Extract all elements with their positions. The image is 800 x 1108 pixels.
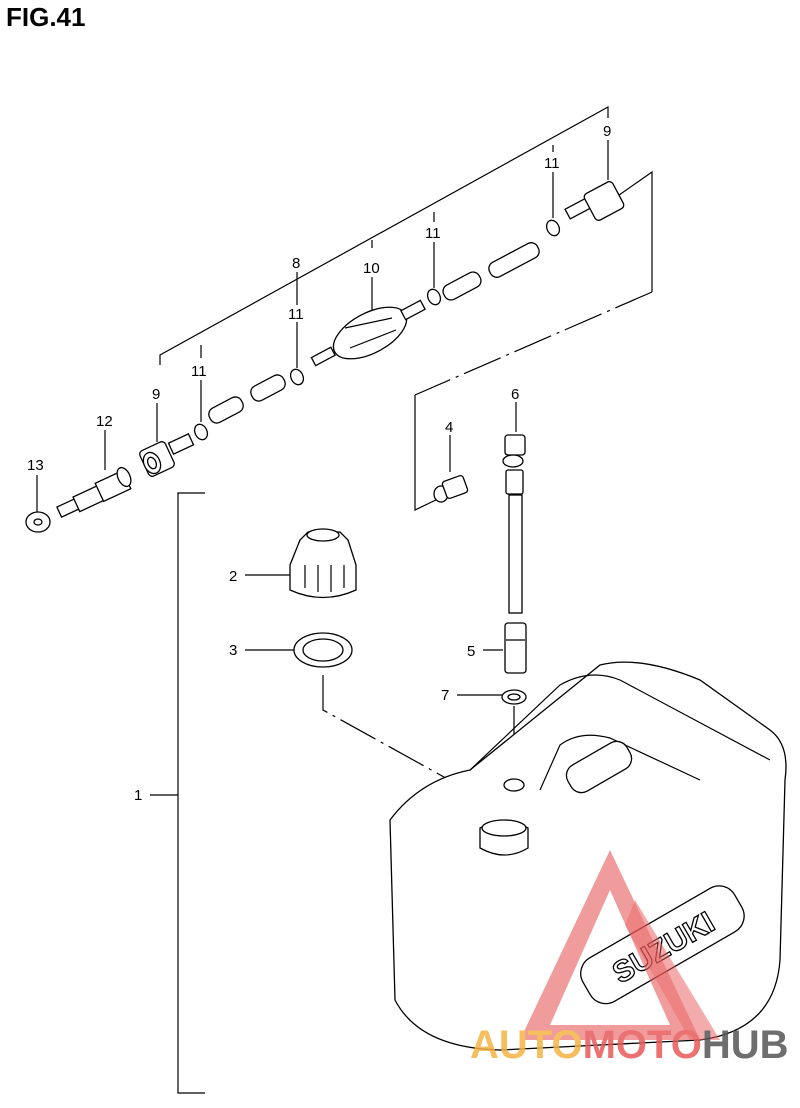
callout-9-right: 9: [603, 123, 611, 140]
callout-5: 5: [467, 643, 475, 660]
callout-10: 10: [363, 260, 380, 277]
callout-4: 4: [445, 419, 453, 436]
fuel-cap-2: [289, 528, 357, 599]
callout-9-left: 9: [152, 386, 160, 403]
clip-11c: [426, 288, 442, 306]
gasket-3: [293, 632, 353, 668]
connector-12: [56, 466, 132, 518]
callout-3: 3: [229, 642, 237, 659]
fitting-9-right: [564, 181, 625, 221]
callout-7: 7: [441, 687, 449, 704]
o-ring-7: [501, 689, 527, 705]
fitting-4: [433, 474, 469, 503]
hose-assembly-bracket: [159, 105, 653, 511]
callout-11b: 11: [288, 306, 304, 323]
callout-2: 2: [229, 568, 237, 585]
callout-13: 13: [27, 457, 44, 474]
callout-12: 12: [96, 413, 113, 430]
watermark-auto: AUTO: [470, 1023, 583, 1067]
watermark-hub: HUB: [702, 1023, 789, 1067]
clip-11a: [193, 423, 209, 441]
watermark: AUTOMOTOHUB: [470, 850, 789, 1067]
fuel-tank-1: SUZUKI: [389, 661, 787, 1051]
hose-right: [442, 242, 540, 301]
clip-11b: [289, 368, 305, 386]
hose-left: [208, 374, 286, 424]
figure-title: FIG.41: [6, 2, 86, 32]
callout-6: 6: [511, 386, 519, 403]
filter-5: [504, 622, 527, 674]
watermark-moto: MOTO: [583, 1023, 702, 1067]
callout-1: 1: [134, 787, 142, 804]
callout-numbers: 1 2 3 4 5 6 7 8 9 9 10 11 11 11 11 12 13: [27, 123, 611, 804]
callout-11d: 11: [544, 155, 560, 172]
watermark-text: AUTOMOTOHUB: [470, 1023, 789, 1067]
washer-13: [25, 511, 51, 533]
tank-assembly-bracket: [150, 492, 205, 1094]
clip-11d: [545, 219, 561, 237]
primer-bulb-10: [310, 299, 426, 367]
pickup-tube-6: [502, 434, 526, 614]
callout-8: 8: [292, 255, 300, 272]
callout-11c: 11: [425, 225, 441, 242]
fitting-9-left: [139, 433, 195, 477]
callout-11a: 11: [191, 363, 207, 380]
